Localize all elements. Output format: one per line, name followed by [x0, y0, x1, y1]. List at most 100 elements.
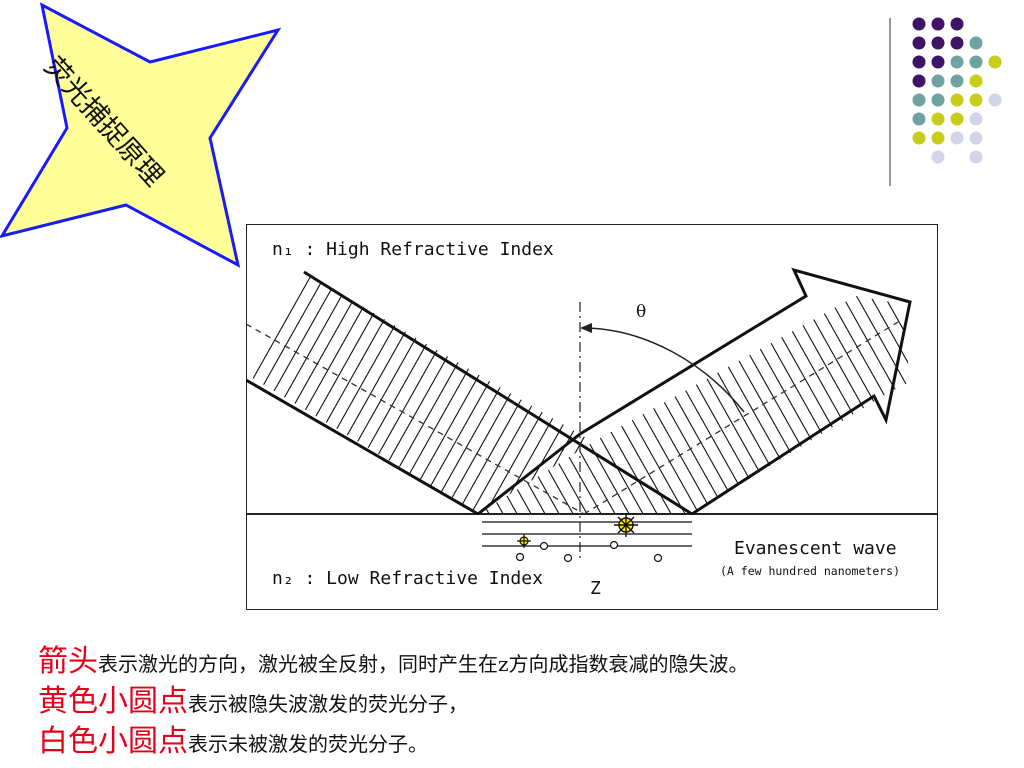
- hatch-line: [902, 224, 938, 544]
- decorative-dot: [969, 112, 983, 126]
- incident-beam-edge-upper: [303, 270, 693, 516]
- decorative-dot: [950, 131, 964, 145]
- decorative-dot: [950, 93, 964, 107]
- hatch-line: [914, 224, 938, 544]
- unexcited-molecule: [609, 540, 619, 550]
- decorative-dot: [931, 131, 945, 145]
- decorative-dot: [969, 131, 983, 145]
- hatch-line: [246, 272, 411, 514]
- hatch-line: [579, 272, 593, 514]
- hatch-line: [720, 224, 900, 544]
- n2-label: n₂ : Low Refractive Index: [272, 568, 543, 589]
- decorative-dot-grid: [889, 17, 1002, 186]
- hatch-line: [257, 272, 439, 514]
- hatch-line: [759, 296, 910, 514]
- hatch-line: [930, 224, 938, 544]
- hatch-line: [745, 296, 910, 514]
- decorative-dot: [969, 93, 983, 107]
- hatch-line: [678, 224, 858, 544]
- hatch-line: [664, 224, 844, 544]
- decorative-dot: [931, 93, 945, 107]
- hatch-line: [246, 272, 271, 514]
- hatch-line: [773, 296, 910, 514]
- caption-yellow-dots: 黄色小圆点表示被隐失波激发的荧光分子，: [38, 676, 468, 720]
- hatch-line: [478, 296, 549, 514]
- decorative-dot: [912, 55, 926, 69]
- hatch-line: [594, 224, 774, 544]
- decorative-dot: [969, 74, 983, 88]
- hatch-line: [246, 272, 425, 514]
- hatch-line: [478, 296, 563, 514]
- decorative-dot: [969, 36, 983, 50]
- decorative-dot: [950, 55, 964, 69]
- hatch-line: [608, 224, 788, 544]
- decorative-dot: [912, 36, 926, 50]
- reflected-axis: [583, 321, 899, 515]
- unexcited-molecule: [515, 552, 525, 562]
- hatch-line: [916, 224, 938, 544]
- hatch-line: [551, 272, 593, 514]
- decorative-dot: [912, 74, 926, 88]
- hatch-line: [246, 272, 327, 514]
- hatch-line: [383, 272, 565, 514]
- unexcited-molecule: [539, 541, 549, 551]
- reflected-arrow-outline: [579, 267, 912, 516]
- theta-arc: [581, 327, 745, 413]
- decorative-dot: [931, 55, 945, 69]
- hatch-line: [246, 224, 380, 544]
- hatch-line: [622, 224, 802, 544]
- caption-text: 表示激光的方向，激光被全反射，同时产生在z方向成指数衰减的隐失波。: [98, 652, 749, 676]
- hatch-line: [857, 296, 910, 514]
- hatch-line: [369, 272, 551, 514]
- incident-beam-edge-lower: [246, 378, 479, 516]
- hatch-line: [478, 296, 605, 514]
- hatch-line: [871, 296, 910, 514]
- hatch-line: [270, 224, 450, 544]
- n1-label: n₁ : High Refractive Index: [272, 239, 554, 260]
- caption-white-dots: 白色小圆点表示未被激发的荧光分子。: [38, 716, 428, 760]
- caption-highlight: 黄色小圆点: [38, 684, 188, 719]
- decorative-dot: [950, 36, 964, 50]
- hatch-line: [397, 272, 579, 514]
- hatch-line: [478, 296, 521, 514]
- hatch-line: [246, 224, 324, 544]
- excited-molecule: [517, 534, 531, 548]
- hatch-line: [888, 224, 938, 544]
- caption-highlight: 箭头: [38, 644, 98, 679]
- caption-text: 表示被隐失波激发的荧光分子，: [188, 692, 468, 716]
- unexcited-molecule: [653, 553, 663, 563]
- decorative-dot: [950, 17, 964, 31]
- reflected-beam-edge-lower: [477, 432, 581, 516]
- caption-highlight: 白色小圆点: [38, 724, 188, 759]
- hatch-line: [860, 224, 938, 544]
- hatch-line: [246, 224, 408, 544]
- hatch-line: [717, 296, 899, 514]
- hatch-line: [284, 224, 464, 544]
- hatch-line: [832, 224, 938, 544]
- hatch-line: [843, 296, 910, 514]
- hatch-line: [246, 272, 397, 514]
- hatch-line: [478, 296, 493, 514]
- decorative-dot: [912, 93, 926, 107]
- hatch-line: [804, 224, 938, 544]
- hatch-line: [748, 224, 928, 544]
- hatch-line: [246, 272, 341, 514]
- decorative-dot: [931, 150, 945, 164]
- hatch-line: [271, 272, 453, 514]
- hatch-line: [256, 224, 436, 544]
- incident-axis: [246, 323, 585, 515]
- decorative-dot: [950, 74, 964, 88]
- hatch-line: [285, 272, 467, 514]
- hatch-line: [478, 296, 647, 514]
- hatch-line: [425, 272, 593, 514]
- decorative-dot: [950, 112, 964, 126]
- hatch-line: [246, 224, 352, 544]
- tirf-diagram: n₁ : High Refractive Index n₂ : Low Refr…: [246, 224, 938, 599]
- hatch-line: [815, 296, 910, 514]
- hatch-line: [246, 224, 268, 544]
- title-star-shape: [0, 2, 282, 268]
- hatch-line: [495, 272, 593, 514]
- theta-label: θ: [636, 302, 646, 322]
- incident-beam-hatch: [246, 224, 938, 544]
- unexcited-molecule: [563, 553, 573, 563]
